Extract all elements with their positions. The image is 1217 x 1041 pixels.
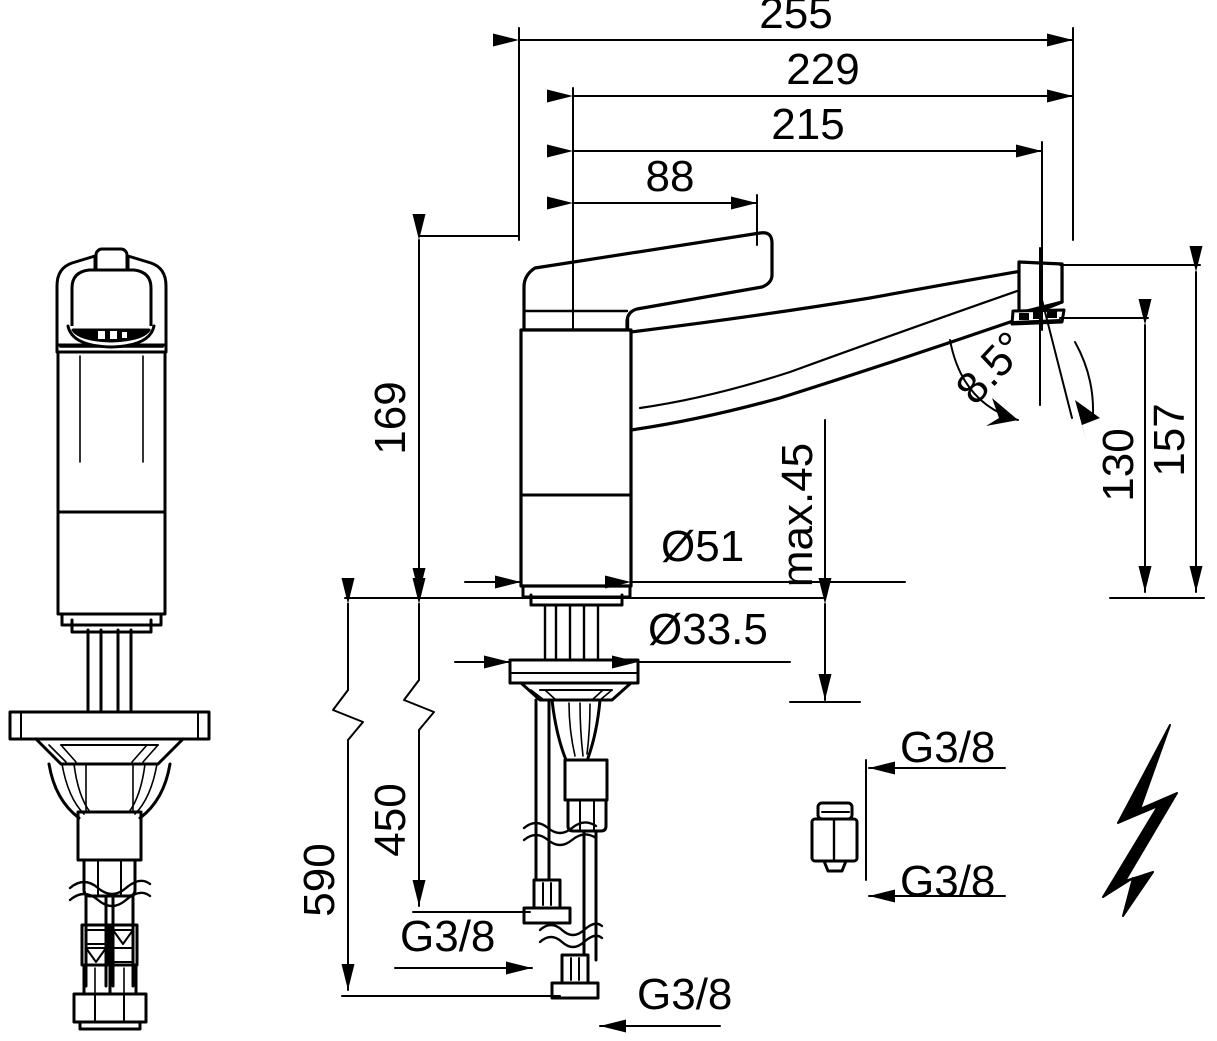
dim-label-diameter-335: Ø33.5: [648, 605, 768, 654]
side-view-geometry: [8, 247, 211, 1031]
dimension-lines: [332, 27, 1205, 1033]
lightning-bolt-icon: [1102, 724, 1178, 917]
front-view-geometry: [508, 231, 1066, 1000]
thread-label-hose-lower: G3/8: [637, 970, 732, 1019]
dim-label-590: 590: [295, 843, 344, 916]
thread-label-adapter-upper: G3/8: [900, 723, 995, 772]
dim-label-157: 157: [1145, 403, 1194, 476]
dim-label-169: 169: [366, 381, 415, 454]
dim-label-130: 130: [1094, 428, 1143, 501]
dim-label-255: 255: [759, 0, 832, 38]
dim-label-450: 450: [366, 783, 415, 856]
dim-label-angle-85: 8.5°: [947, 323, 1037, 414]
dim-label-229: 229: [786, 45, 859, 94]
thread-label-adapter-lower: G3/8: [900, 857, 995, 906]
adapter-detail-geometry: [810, 801, 859, 873]
dim-label-88: 88: [646, 152, 695, 201]
dim-label-diameter-51: Ø51: [661, 522, 744, 571]
thread-label-hose-upper: G3/8: [400, 912, 495, 961]
dim-label-max45: max.45: [773, 443, 822, 587]
dim-label-215: 215: [771, 100, 844, 149]
